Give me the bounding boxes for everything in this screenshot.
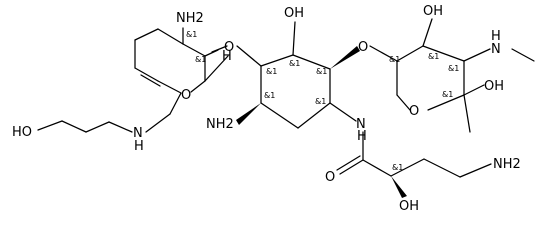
stereo-labels: &1 &1 &1 &1 &1 &1 &1 &1 &1 &1 &1 &1 <box>186 30 459 172</box>
atom-n-methyl: N <box>491 42 501 57</box>
atom-h-amine-bottom: H <box>134 139 144 154</box>
right-ring-bonds <box>369 45 465 111</box>
wedge-nh2 <box>236 103 261 125</box>
atom-nh-amide: N <box>356 117 366 132</box>
atom-nh2-mid-left: NH2 <box>206 117 234 132</box>
atom-o-link-right: O <box>358 40 368 55</box>
bond-oh-top-mid <box>292 21 296 56</box>
atom-oh-top-mid: OH <box>284 6 304 21</box>
stereo-label: &1 <box>186 30 197 39</box>
bond-methyl <box>511 48 535 62</box>
stereo-label: &1 <box>266 67 277 76</box>
atom-oh-bottom: OH <box>399 199 419 214</box>
stereo-label: &1 <box>448 64 459 73</box>
bond-oh-top-right <box>422 18 433 47</box>
stereo-label: &1 <box>389 55 400 64</box>
atom-o-ring-left: O <box>181 88 191 103</box>
hydroxybutanoyl-chain <box>336 131 492 178</box>
atom-nh2-bottom-right: NH2 <box>493 157 521 172</box>
stereo-label: &1 <box>264 91 275 100</box>
hydroxyethylaminomethyl-chain <box>37 92 182 133</box>
wedge-oh-bottom <box>391 176 407 198</box>
left-ring-bonds <box>134 27 229 94</box>
glycosidic-link-left <box>211 45 262 67</box>
stereo-label: &1 <box>316 67 327 76</box>
bond-oh-right <box>463 84 485 96</box>
atom-h-anomeric: H <box>222 49 232 64</box>
atom-h-amide: H <box>357 129 367 144</box>
stereo-label: &1 <box>195 55 206 64</box>
atom-o-ring-right: O <box>409 104 419 119</box>
stereo-label: &1 <box>392 163 403 172</box>
bond-methyl-quaternary <box>463 94 471 133</box>
bond-n-methyl <box>463 48 491 62</box>
stereo-label: &1 <box>428 52 439 61</box>
stereo-label: &1 <box>442 90 453 99</box>
atom-h-methyl-nh: H <box>491 29 501 44</box>
cyclohexane-ring-bonds <box>260 54 331 129</box>
atom-oh-top-right: OH <box>423 4 443 19</box>
stereo-label: &1 <box>289 59 300 68</box>
atom-o-link-left: O <box>224 40 234 55</box>
atom-oh-right: OH <box>484 79 504 94</box>
stereo-label: &1 <box>315 97 326 106</box>
atom-n-amine-bottom: N <box>133 126 143 141</box>
atom-ho-bottom-left: HO <box>12 125 32 140</box>
atom-nh2-top: NH2 <box>176 11 204 26</box>
atom-o-carbonyl: O <box>325 170 335 185</box>
bond-nh-amide <box>329 102 357 122</box>
wedge-o-link-right <box>330 46 360 69</box>
